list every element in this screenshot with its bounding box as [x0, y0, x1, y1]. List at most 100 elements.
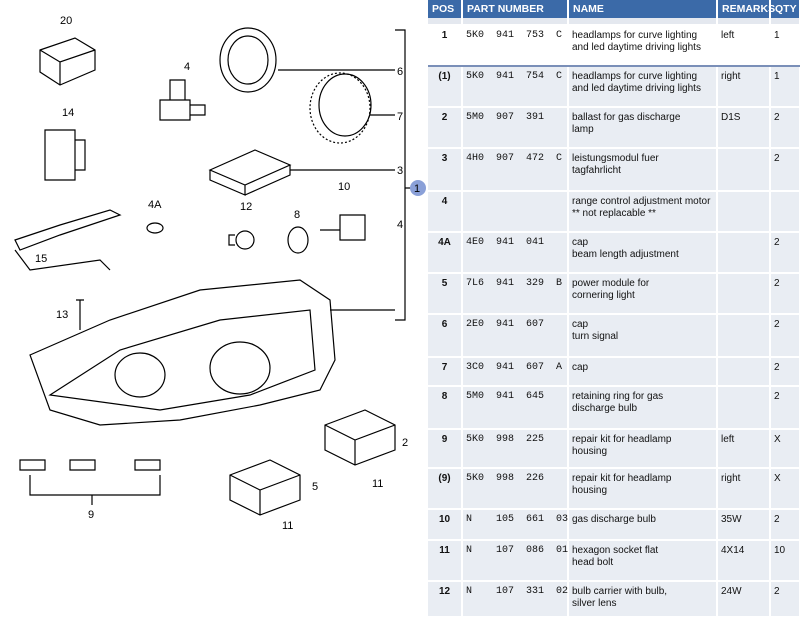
cell-name: headlamps for curve lighting and led day… — [568, 66, 718, 108]
cell-qty: X — [770, 468, 800, 510]
callout-11-lower: 11 — [282, 520, 293, 532]
cell-qty: 2 — [770, 357, 800, 387]
cell-pos: (1) — [428, 66, 463, 108]
cell-name: bulb carrier with bulb, silver lens — [568, 581, 718, 618]
cell-pos: (9) — [428, 468, 463, 510]
cell-name: ballast for gas discharge lamp — [568, 107, 718, 149]
cell-part: 5K0 941 753 C — [462, 24, 569, 67]
cell-remarks — [717, 232, 771, 274]
cell-pos: 3 — [428, 148, 463, 192]
cell-name: leistungsmodul fuer tagfahrlicht — [568, 148, 718, 192]
cell-pos: 11 — [428, 540, 463, 582]
cell-part: 4H0 907 472 C — [462, 148, 569, 192]
cell-part: N 105 661 03 — [462, 509, 569, 541]
cell-qty: X — [770, 429, 800, 469]
cell-part: 5M0 907 391 — [462, 107, 569, 149]
callout-9: 9 — [88, 509, 94, 521]
header-pos[interactable]: POS — [428, 0, 463, 18]
cell-remarks: left — [717, 24, 771, 67]
callout-10: 10 — [338, 181, 350, 193]
cell-qty: 2 — [770, 107, 800, 149]
table-row[interactable]: 4 range control adjustment motor ** not r… — [428, 191, 800, 233]
cell-part: 5M0 941 645 — [462, 386, 569, 430]
cell-pos: 9 — [428, 429, 463, 469]
header-part-number[interactable]: PART NUMBER — [462, 0, 569, 18]
callout-13: 13 — [56, 309, 68, 321]
callout-4-lower: 4 — [397, 219, 403, 231]
cell-qty: 1 — [770, 66, 800, 108]
cell-remarks — [717, 386, 771, 430]
cell-remarks: D1S — [717, 107, 771, 149]
cell-part: 4E0 941 041 — [462, 232, 569, 274]
cell-qty: 2 — [770, 314, 800, 358]
cell-remarks: 35W — [717, 509, 771, 541]
cell-qty: 2 — [770, 273, 800, 315]
cell-qty — [770, 191, 800, 233]
cell-pos: 6 — [428, 314, 463, 358]
cell-name: retaining ring for gas discharge bulb — [568, 386, 718, 430]
cell-part: N 107 331 02 — [462, 581, 569, 618]
callout-3: 3 — [397, 165, 403, 177]
cell-qty: 1 — [770, 24, 800, 67]
cell-qty: 2 — [770, 232, 800, 274]
cell-remarks — [717, 314, 771, 358]
cell-qty: 2 — [770, 581, 800, 618]
cell-remarks: right — [717, 468, 771, 510]
cell-name: headlamps for curve lighting and led day… — [568, 24, 718, 67]
header-name[interactable]: NAME — [568, 0, 718, 18]
callout-4a: 4A — [148, 199, 162, 211]
cell-part — [462, 191, 569, 233]
cell-part: 2E0 941 607 — [462, 314, 569, 358]
cell-pos: 1 — [428, 24, 463, 67]
cell-part: 3C0 941 607 A — [462, 357, 569, 387]
position-marker-icon[interactable] — [410, 180, 426, 196]
cell-remarks — [717, 191, 771, 233]
callout-20: 20 — [60, 15, 72, 27]
cell-name: repair kit for headlamp housing — [568, 468, 718, 510]
cell-part: 7L6 941 329 B — [462, 273, 569, 315]
cell-remarks — [717, 148, 771, 192]
cell-pos: 10 — [428, 509, 463, 541]
cell-part: 5K0 998 225 — [462, 429, 569, 469]
callout-15: 15 — [35, 253, 47, 265]
cell-remarks: left — [717, 429, 771, 469]
cell-remarks: 4X14 — [717, 540, 771, 582]
callout-1: 1 — [414, 183, 420, 195]
exploded-parts-diagram: 20 4 6 7 14 3 1 10 4A 12 8 4 15 13 2 11 … — [14, 15, 426, 532]
callout-8: 8 — [294, 209, 300, 221]
callout-7: 7 — [397, 111, 403, 123]
cell-pos: 8 — [428, 386, 463, 430]
callout-6: 6 — [397, 66, 403, 78]
cell-part: 5K0 941 754 C — [462, 66, 569, 108]
callout-14: 14 — [62, 107, 74, 119]
table-header: POS PART NUMBER NAME REMARKS QTY — [428, 0, 800, 18]
cell-remarks — [717, 357, 771, 387]
cell-qty: 10 — [770, 540, 800, 582]
cell-name: hexagon socket flat head bolt — [568, 540, 718, 582]
spacer-row — [428, 18, 800, 26]
callout-2: 2 — [402, 437, 408, 449]
cell-pos: 4 — [428, 191, 463, 233]
cell-part: N 107 086 01 — [462, 540, 569, 582]
header-remarks[interactable]: REMARKS — [717, 0, 775, 18]
cell-qty: 2 — [770, 509, 800, 541]
header-qty[interactable]: QTY — [770, 0, 800, 18]
cell-pos: 2 — [428, 107, 463, 149]
cell-name: range control adjustment motor ** not re… — [568, 191, 718, 233]
cell-pos: 5 — [428, 273, 463, 315]
